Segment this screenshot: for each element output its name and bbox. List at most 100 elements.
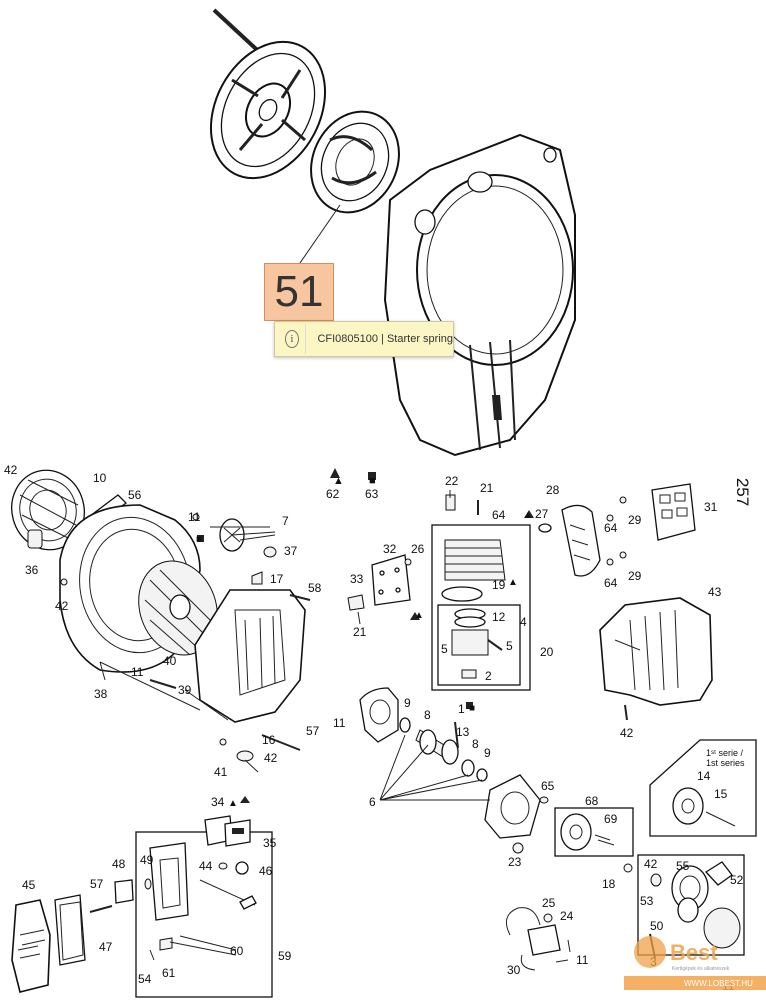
part-label[interactable]: 57 [90, 877, 104, 891]
part-label[interactable]: 65 [541, 779, 555, 793]
part-label[interactable]: 42 [644, 857, 658, 871]
part-label[interactable]: 9 [404, 696, 411, 710]
part-label[interactable]: 5 [441, 642, 448, 656]
part-label[interactable]: 34 [211, 795, 225, 809]
part-label[interactable]: 61 [162, 966, 176, 980]
part-label[interactable]: 37 [284, 544, 298, 558]
part-label[interactable]: 49 [140, 853, 154, 867]
ignition-68 [560, 813, 615, 851]
part-label[interactable]: 64 [604, 576, 618, 590]
part-label[interactable]: 41 [214, 765, 228, 779]
part-label[interactable]: 4 [520, 615, 527, 629]
starter-spring-51[interactable] [295, 97, 415, 227]
part-label[interactable]: 28 [546, 483, 560, 497]
part-label[interactable]: 60 [230, 944, 244, 958]
guard-10 [11, 469, 85, 551]
part-label[interactable]: 52 [730, 873, 744, 887]
part-label[interactable]: 21 [480, 481, 494, 495]
part-label[interactable]: 30 [507, 963, 521, 977]
part-label[interactable]: 11 [131, 665, 144, 679]
part-label[interactable]: 47 [99, 940, 113, 954]
part-label[interactable]: 54 [138, 972, 152, 986]
part-label[interactable]: 45 [22, 878, 36, 892]
part-label[interactable]: 59 [278, 949, 292, 963]
part-label[interactable]: 23 [508, 855, 522, 869]
part-label[interactable]: 8 [472, 737, 479, 751]
part-label[interactable]: 14 [697, 769, 711, 783]
clutch-55 [650, 861, 733, 923]
part-label[interactable]: 36 [25, 563, 39, 577]
part-label[interactable]: 42 [4, 463, 18, 477]
tooltip-text: CFI0805100 | Starter spring [317, 333, 453, 345]
part-label[interactable]: 21 [353, 625, 367, 639]
cover-lower-right [703, 907, 741, 949]
part-label[interactable]: 16 [262, 733, 276, 747]
part-label[interactable]: 55 [676, 859, 690, 873]
part-label[interactable]: 64 [604, 521, 618, 535]
part-tooltip: i CFI0805100 | Starter spring [274, 321, 454, 357]
part-label[interactable]: 53 [640, 894, 654, 908]
series-note: 1st series [706, 758, 745, 768]
part-label[interactable]: 42 [620, 726, 634, 740]
part-label[interactable]: 2 [485, 669, 492, 683]
part-label[interactable]: 42 [55, 599, 69, 613]
part-label[interactable]: 26 [411, 542, 425, 556]
part-label[interactable]: 24 [560, 909, 574, 923]
part-label[interactable]: 44 [199, 859, 213, 873]
part-label[interactable]: 33 [350, 572, 364, 586]
part-label[interactable]: 56 [128, 488, 142, 502]
part-label[interactable]: 7 [282, 514, 289, 528]
part-label[interactable]: 25 [542, 896, 556, 910]
part-label[interactable]: 32 [383, 542, 397, 556]
part-label[interactable]: 50 [650, 919, 664, 933]
triangle-marker: ▲ [523, 510, 533, 521]
part-label[interactable]: 15 [714, 787, 728, 801]
part-label[interactable]: 6 [369, 795, 376, 809]
watermark-bar [624, 976, 766, 990]
part-label[interactable]: 63 [365, 487, 379, 501]
filter-47 [54, 894, 86, 966]
part-label[interactable]: 9 [484, 746, 491, 760]
part-label[interactable]: 43 [708, 585, 722, 599]
part-label[interactable]: 13 [456, 725, 470, 739]
part-label[interactable]: 31 [704, 500, 718, 514]
part-label[interactable]: 69 [604, 812, 618, 826]
filter-cover-45 [11, 899, 51, 993]
part-label[interactable]: 19 [492, 578, 506, 592]
square-marker: ■ [469, 703, 475, 714]
part-label[interactable]: 38 [94, 687, 108, 701]
logo-mark-icon [634, 936, 666, 968]
part-label[interactable]: 20 [540, 645, 554, 659]
part-label[interactable]: 48 [112, 857, 126, 871]
part-label[interactable]: 5 [506, 639, 513, 653]
part-label[interactable]: 1 [458, 702, 465, 716]
part-label[interactable]: 40 [163, 654, 177, 668]
part-label[interactable]: 11 [188, 510, 201, 524]
part-label[interactable]: 29 [628, 569, 642, 583]
part-label[interactable]: 46 [259, 864, 273, 878]
part-label[interactable]: 64 [492, 508, 506, 522]
part-label[interactable]: 10 [93, 471, 107, 485]
part-label[interactable]: 17 [270, 572, 284, 586]
plate-31 [651, 483, 696, 541]
triangle-marker: ▲ [508, 577, 518, 588]
part-label[interactable]: 22 [445, 474, 459, 488]
part-label[interactable]: 42 [264, 751, 278, 765]
part-label[interactable]: 68 [585, 794, 599, 808]
part-label[interactable]: 35 [263, 836, 277, 850]
part-label[interactable]: 11 [333, 716, 346, 730]
part-label[interactable]: 27 [535, 507, 549, 521]
part-label[interactable]: 11 [576, 953, 589, 967]
part-label[interactable]: 8 [424, 708, 431, 722]
part-label[interactable]: 62 [326, 487, 340, 501]
part-label[interactable]: 12 [492, 610, 506, 624]
triangle-marker: ▲ [228, 798, 238, 809]
part-label[interactable]: 57 [306, 724, 320, 738]
part-label[interactable]: 29 [628, 513, 642, 527]
part-label[interactable]: 58 [308, 581, 322, 595]
part-label[interactable]: 18 [602, 877, 616, 891]
part-number-callout[interactable]: 51 [264, 263, 334, 321]
part-label[interactable]: 39 [178, 683, 192, 697]
